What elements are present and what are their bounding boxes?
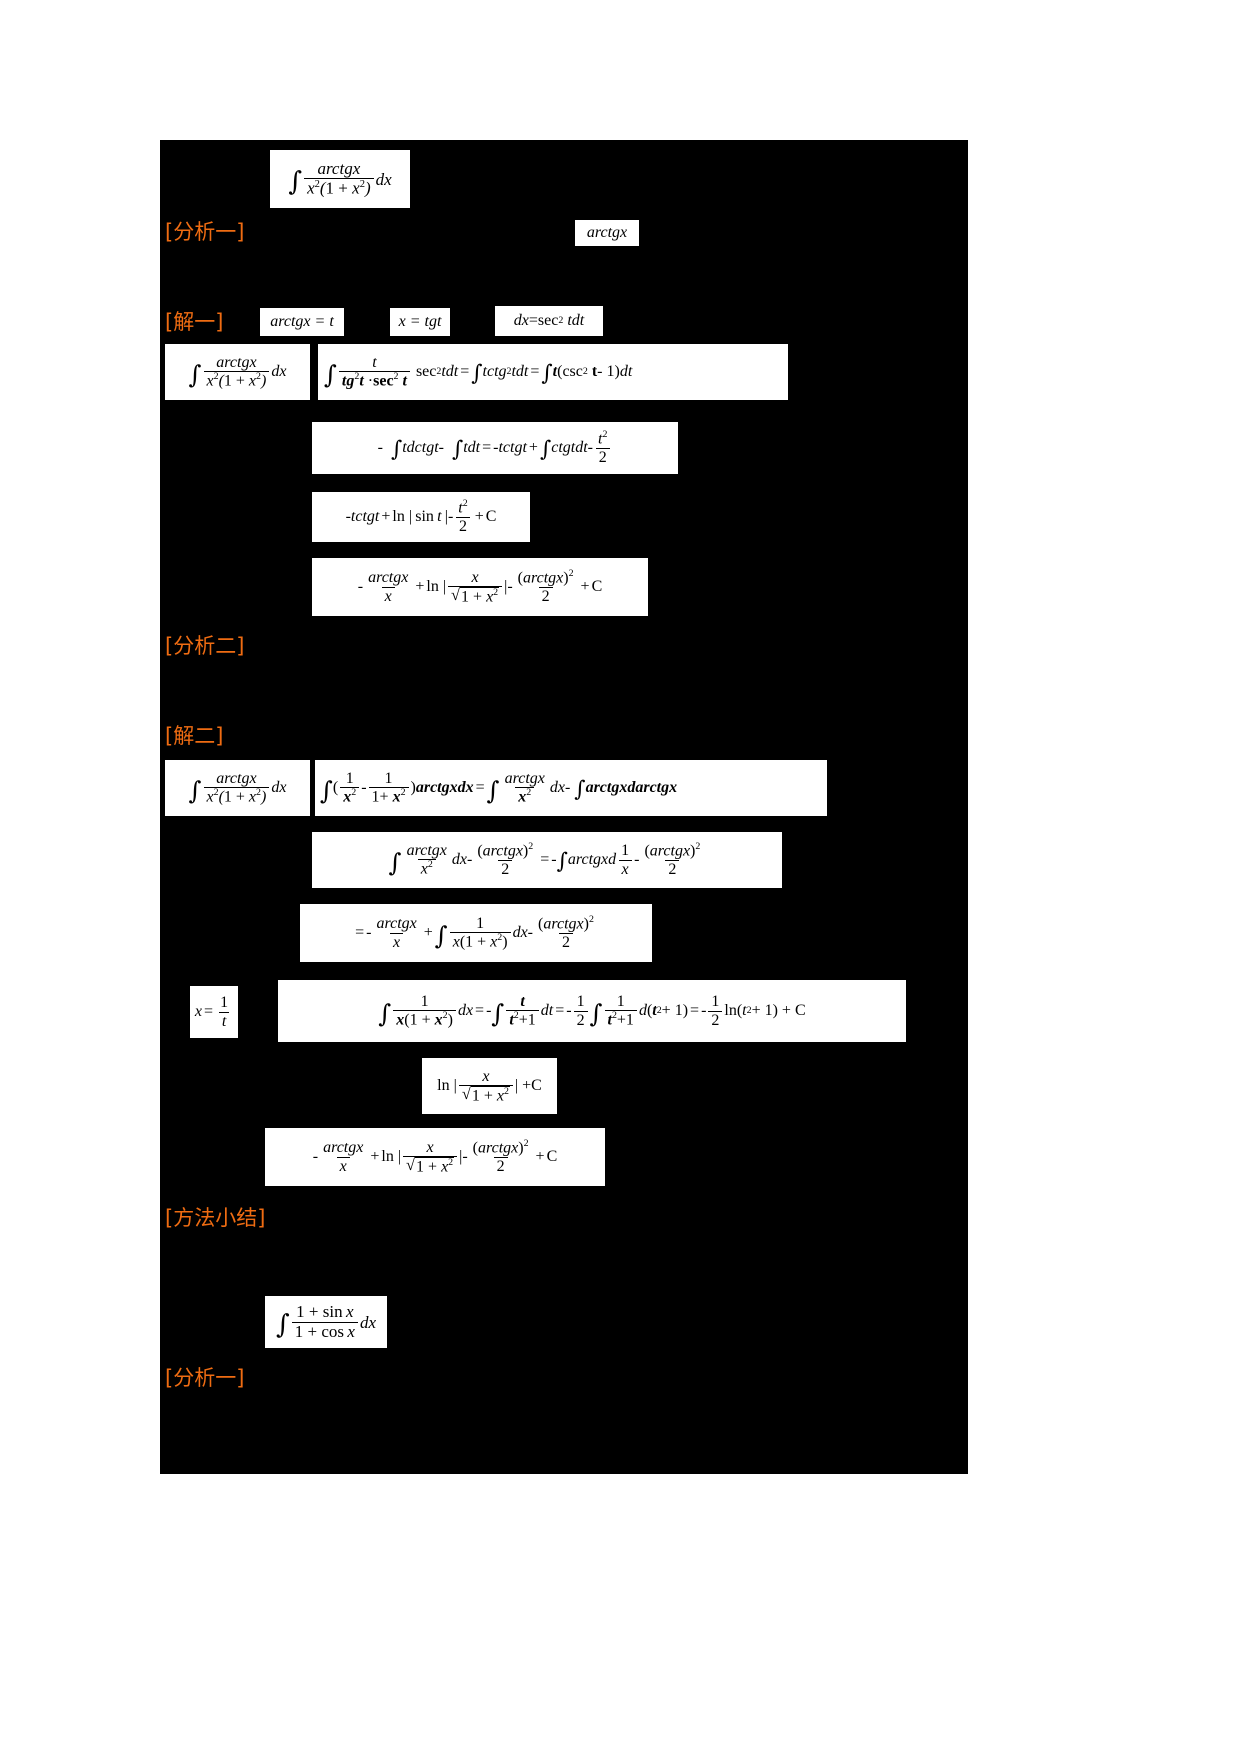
formula-s1-line2: - ∫tdctgt - ∫tdt =- tctgt + ∫ctgtdt - t2… bbox=[312, 422, 678, 474]
heading-method-summary: [方法小结] bbox=[165, 1206, 266, 1230]
heading-solution-two: [解二] bbox=[165, 724, 224, 748]
formula-sub-1: arctgx = t bbox=[260, 308, 344, 336]
heading-solution-one: [解一] bbox=[165, 310, 224, 334]
formula-s2-line5: ln |x1 + x2| +C bbox=[422, 1058, 557, 1114]
heading-analysis-one: [分析一] bbox=[165, 220, 245, 244]
heading-analysis-two: [分析二] bbox=[165, 634, 245, 658]
heading-analysis-one-b: [分析一] bbox=[165, 1366, 245, 1390]
formula-sub-2: x = tgt bbox=[390, 308, 450, 336]
formula-hint-1: arctgx bbox=[575, 220, 639, 246]
